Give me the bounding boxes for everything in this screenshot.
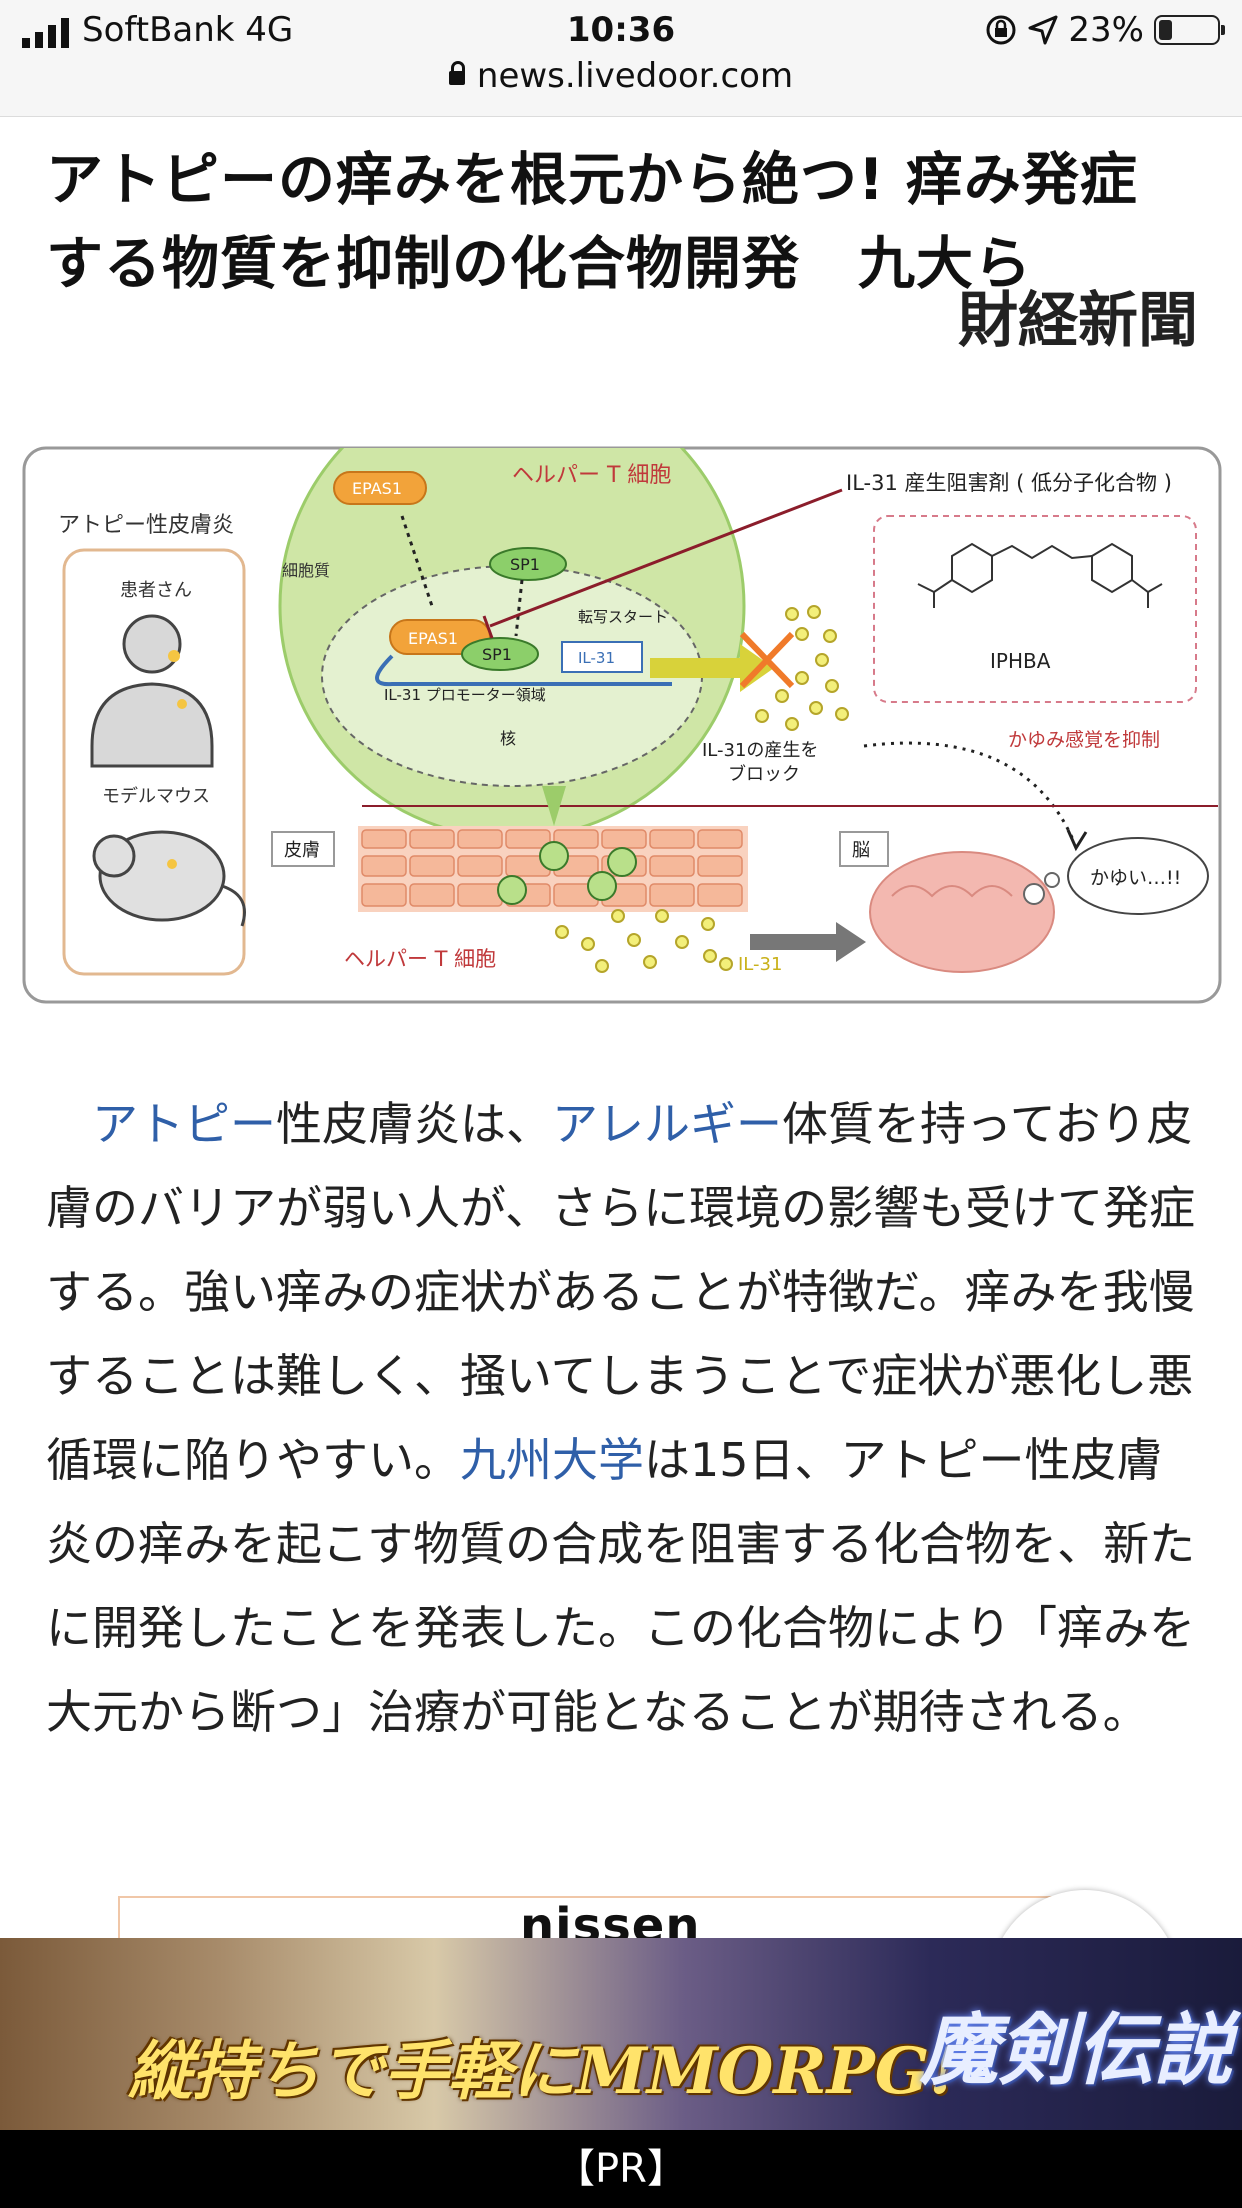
fig-helper-t-cell-bottom: ヘルパー T 細胞 [344, 947, 496, 971]
fig-cytoplasm: 細胞質 [282, 561, 330, 580]
compound-structure [917, 542, 1163, 608]
patient-illustration [90, 614, 214, 768]
article-headline: アトピーの痒みを根元から絶つ! 痒み発症 する物質を抑制の化合物開発 九大ら [46, 138, 1196, 306]
article-link[interactable]: アトピー [92, 1097, 276, 1151]
article-body: アトピー性皮膚炎は、アレルギー体質を持っており皮膚のバリアが弱い人が、さらに環境… [46, 1082, 1206, 1754]
article-link[interactable]: 九州大学 [460, 1433, 644, 1487]
fig-sp1-top [489, 547, 567, 581]
fig-sp1-nucleus-label: SP1 [482, 645, 512, 664]
source-logo: 財経新聞 [958, 286, 1198, 356]
status-right: 23% [984, 10, 1225, 50]
orientation-lock-icon [986, 15, 1016, 45]
headline-line-1: アトピーの痒みを根元から絶つ! 痒み発症 [46, 147, 1138, 213]
fig-nucleus-label: 核 [500, 729, 516, 748]
fig-il31-gene [561, 641, 643, 673]
banner-logo: 魔剣伝説 [920, 2005, 1233, 2096]
fig-patient-label: 患者さん [120, 580, 192, 601]
fig-thought-bubble [1067, 837, 1209, 915]
fig-il31-bottom: IL-31 [738, 954, 782, 975]
banner-text: 縦持ちで手軽にMMORPG! [128, 2034, 958, 2109]
fig-brain-label: 脳 [852, 840, 870, 861]
article-figure: アトピー性皮膚炎 患者さん モデルマウス ヘルパー T 細胞 EPAS1 細胞質… [22, 446, 1222, 1004]
mouse-illustration [92, 830, 246, 927]
fig-block-x [739, 631, 795, 689]
fig-epas1-top-label: EPAS1 [352, 479, 402, 498]
clock: 10:36 [566, 10, 676, 50]
fig-epas1-nucleus [389, 619, 491, 655]
status-bar: SoftBank 4G 10:36 23% news.livedoor.com [0, 0, 1242, 117]
game-ad-banner[interactable]: 縦持ちで手軽にMMORPG! 魔剣伝説 [0, 1938, 1242, 2130]
fig-sp1-nucleus [461, 637, 539, 671]
fig-inhibitor-label: IL-31 産生阻害剤 ( 低分子化合物 ) [846, 471, 1172, 495]
battery-fill [1159, 20, 1172, 40]
fig-epas1-nucleus-label: EPAS1 [408, 629, 458, 648]
fig-transcription-start: 転写スタート [578, 608, 668, 626]
fig-suppress-itch: かゆみ感覚を抑制 [1008, 729, 1160, 751]
fig-skin-label: 皮膚 [284, 840, 320, 861]
fig-gray-arrow [750, 922, 866, 962]
carrier-label: SoftBank 4G [82, 10, 294, 50]
fig-il31-dots-bottom [555, 909, 717, 973]
fig-il31-gene-label: IL-31 [578, 649, 615, 667]
fig-il31-dots [755, 605, 849, 731]
fig-itchy: かゆい…!! [1090, 867, 1181, 889]
fig-atopic-label: アトピー性皮膚炎 [58, 513, 234, 538]
article-text [46, 1097, 92, 1151]
address-bar[interactable]: news.livedoor.com [0, 56, 1242, 96]
battery-percent: 23% [1068, 10, 1144, 50]
fig-sp1-top-label: SP1 [510, 555, 540, 574]
pr-label: 【PR】 [0, 2130, 1242, 2208]
fig-skin-label-box [271, 831, 335, 867]
fig-production-arrow [650, 644, 774, 692]
brain-illustration [869, 851, 1055, 973]
fig-compound-name: IPHBA [990, 649, 1051, 673]
fig-helper-t-cell: ヘルパー T 細胞 [512, 463, 671, 488]
fig-epas1-top [333, 471, 427, 505]
article-text: 体質を持っており皮膚のバリアが弱い人が、さらに環境の影響も受けて発症する。強い痒… [46, 1097, 1196, 1487]
fig-t-cells [497, 841, 637, 905]
article-text: は15日、アトピー性皮膚炎の痒みを起こす物質の合成を阻害する化合物を、新たに開発… [46, 1433, 1196, 1739]
fig-promoter: IL-31 プロモーター領域 [384, 686, 546, 704]
headline-line-2: する物質を抑制の化合物開発 九大ら [46, 231, 1032, 297]
url-text: news.livedoor.com [476, 56, 794, 96]
fig-mouse-label: モデルマウス [102, 786, 210, 807]
location-arrow-icon [1028, 15, 1058, 45]
fig-brain-label-box [839, 831, 889, 867]
compound-box [873, 515, 1197, 703]
article-link[interactable]: アレルギー [552, 1097, 782, 1151]
fig-block-1: IL-31の産生を [702, 740, 818, 761]
battery-icon [1154, 15, 1225, 45]
article-text: 性皮膚炎は、 [276, 1097, 552, 1151]
signal-icon [22, 18, 69, 48]
lock-icon [448, 60, 465, 85]
fig-block-2: ブロック [728, 763, 800, 785]
